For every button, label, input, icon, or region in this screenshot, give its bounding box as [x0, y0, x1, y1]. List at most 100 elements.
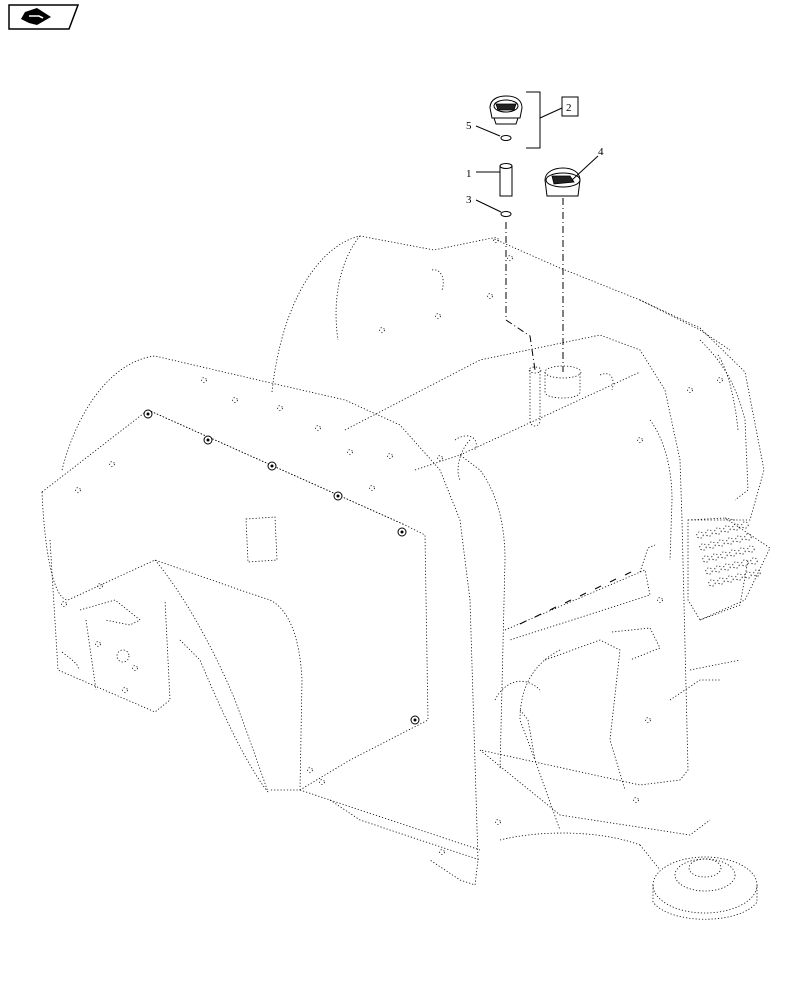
mounting-hole [645, 717, 651, 723]
mounting-hole [307, 767, 313, 773]
mounting-holes [61, 237, 723, 855]
mounting-hole [95, 641, 101, 647]
pivot-hub [639, 844, 758, 920]
step-hole [741, 521, 749, 529]
step-hole [732, 523, 740, 531]
step-hole [732, 561, 740, 569]
step-plate [687, 517, 771, 621]
mounting-hole [435, 313, 441, 319]
cap-assembly-2 [489, 95, 523, 125]
mounting-hole [319, 779, 325, 785]
bolt-center [146, 412, 150, 416]
bolt-center [206, 438, 210, 442]
slot-mark [564, 599, 572, 604]
leader-lines [475, 125, 599, 213]
mounting-hole [61, 601, 67, 607]
mounting-hole [439, 849, 445, 855]
bolt-center [400, 530, 404, 534]
arrow-right-icon [21, 8, 51, 25]
step-hole [708, 541, 716, 549]
step-hole [696, 531, 704, 539]
mounting-hole [657, 597, 663, 603]
pipe-1 [499, 163, 513, 197]
step-hole [723, 563, 731, 571]
mounting-hole [717, 377, 723, 383]
bolt-center [270, 464, 274, 468]
callout-box-2 [561, 96, 579, 117]
slot-mark [549, 606, 557, 611]
step-hole [747, 545, 755, 553]
mounting-hole [379, 327, 385, 333]
mounting-hole [97, 583, 103, 589]
step-hole [711, 553, 719, 561]
step-hole [702, 555, 710, 563]
step-hole [735, 535, 743, 543]
step-hole [717, 539, 725, 547]
washer-3 [500, 211, 512, 217]
frame-mount [49, 539, 171, 713]
mounting-hole [122, 687, 128, 693]
slot-mark [579, 592, 587, 597]
step-hole [753, 569, 761, 577]
slot-mark [519, 620, 527, 625]
mounting-hole [232, 397, 238, 403]
step-hole [726, 537, 734, 545]
navigation-badge[interactable] [7, 4, 79, 30]
callout-bracket [526, 91, 563, 149]
left-fender [41, 355, 479, 886]
mounting-hole [495, 819, 501, 825]
mounting-hole [637, 437, 643, 443]
mounting-hole [369, 485, 375, 491]
mounting-hole [487, 293, 493, 299]
step-hole [705, 529, 713, 537]
bolt-center [336, 494, 340, 498]
slot-mark [609, 578, 617, 583]
mounting-hole [315, 425, 321, 431]
mounting-hole [687, 387, 693, 393]
fastener-bolts [143, 409, 420, 725]
step-hole [738, 547, 746, 555]
step-hole [714, 565, 722, 573]
step-hole [708, 579, 716, 587]
mounting-hole [347, 449, 353, 455]
mounting-hole [387, 453, 393, 459]
tank-mount [457, 365, 582, 481]
step-hole [741, 559, 749, 567]
slot-mark [594, 585, 602, 590]
step-hole [744, 571, 752, 579]
callout-4[interactable]: 4 [598, 146, 604, 158]
slot-mark [624, 571, 632, 576]
callout-1[interactable]: 1 [466, 168, 472, 180]
right-fender [271, 235, 765, 561]
adjustment-slots [519, 571, 632, 625]
mounting-hole [493, 237, 499, 243]
explode-lines [505, 198, 564, 372]
step-hole [714, 527, 722, 535]
mounting-hole [437, 455, 443, 461]
callout-labels: 2 5 1 3 4 [466, 96, 604, 206]
bolt-center [413, 718, 417, 722]
step-hole [726, 575, 734, 583]
washer-5 [500, 135, 512, 141]
slot-mark [534, 613, 542, 618]
mounting-hole [507, 255, 513, 261]
step-hole [723, 525, 731, 533]
step-hole [720, 551, 728, 559]
callout-5[interactable]: 5 [466, 120, 472, 132]
mounting-hole [75, 487, 81, 493]
step-hole [717, 577, 725, 585]
callout-2[interactable]: 2 [566, 102, 572, 114]
callout-3[interactable]: 3 [466, 194, 472, 206]
main-housing [299, 334, 741, 861]
mounting-hole [633, 797, 639, 803]
step-hole [750, 557, 758, 565]
filler-cap-4 [544, 167, 581, 197]
mounting-hole [132, 665, 138, 671]
step-hole [705, 567, 713, 575]
mounting-hole [277, 405, 283, 411]
step-hole [699, 543, 707, 551]
mounting-hole [109, 461, 115, 467]
mounting-hole [201, 377, 207, 383]
step-hole [729, 549, 737, 557]
